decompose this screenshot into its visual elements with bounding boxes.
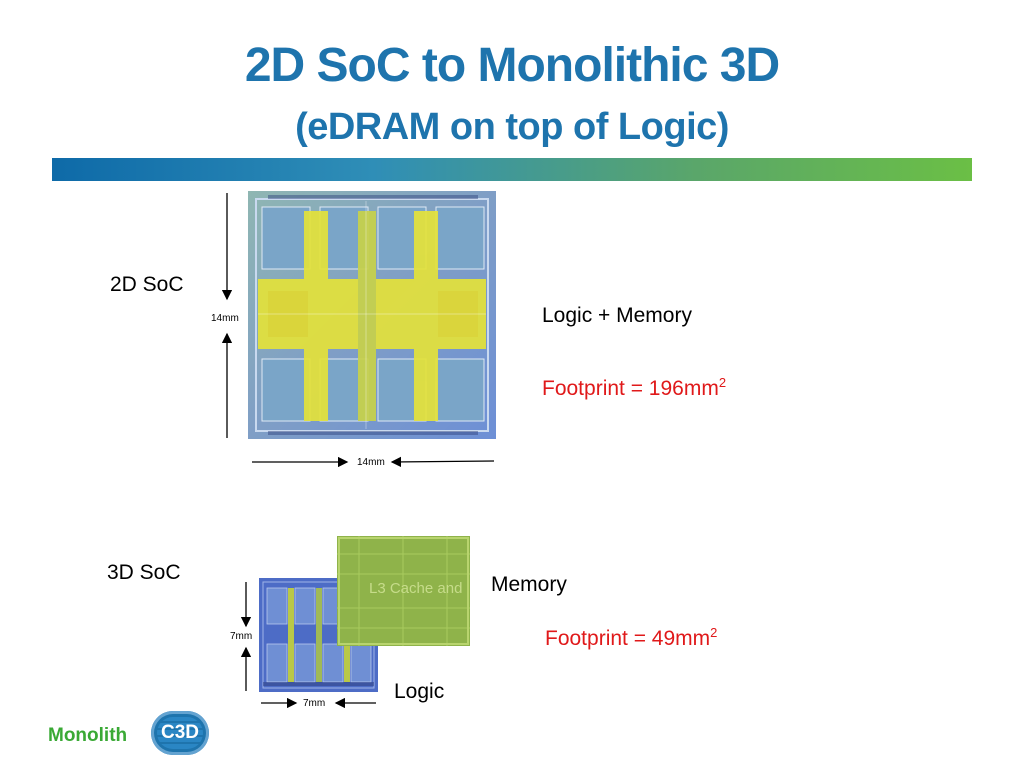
soc2d-label: 2D SoC bbox=[110, 273, 184, 296]
soc2d-footprint: Footprint = 196mm2 bbox=[542, 375, 727, 400]
soc3d-label: 3D SoC bbox=[107, 561, 181, 584]
soc2d-die-image bbox=[248, 191, 496, 439]
slide-subtitle: (eDRAM on top of Logic) bbox=[295, 106, 729, 148]
soc2d-height-dim: 14mm bbox=[211, 313, 239, 324]
monolithic3d-logo: Monolith C3D bbox=[48, 708, 218, 758]
soc3d-width-dim: 7mm bbox=[303, 698, 326, 709]
soc3d-logic-label: Logic bbox=[394, 680, 445, 703]
soc2d-width-dim: 14mm bbox=[357, 457, 385, 468]
slide-title: 2D SoC to Monolithic 3D bbox=[244, 39, 780, 92]
title-underline-bar bbox=[52, 158, 972, 181]
soc3d-memory-die-text: L3 Cache and bbox=[369, 580, 463, 597]
soc3d-footprint: Footprint = 49mm2 bbox=[545, 625, 718, 650]
soc2d-desc: Logic + Memory bbox=[542, 304, 692, 327]
logo-mark-icon: C3D bbox=[151, 711, 209, 755]
soc3d-height-dim: 7mm bbox=[230, 631, 253, 642]
soc3d-memory-die-image: L3 Cache and bbox=[337, 536, 470, 646]
soc3d-memory-label: Memory bbox=[491, 573, 567, 596]
logo-mark-text: C3D bbox=[160, 722, 199, 743]
soc2d-width-arrow-left bbox=[390, 456, 495, 468]
logo-word: Monolith bbox=[48, 725, 128, 746]
